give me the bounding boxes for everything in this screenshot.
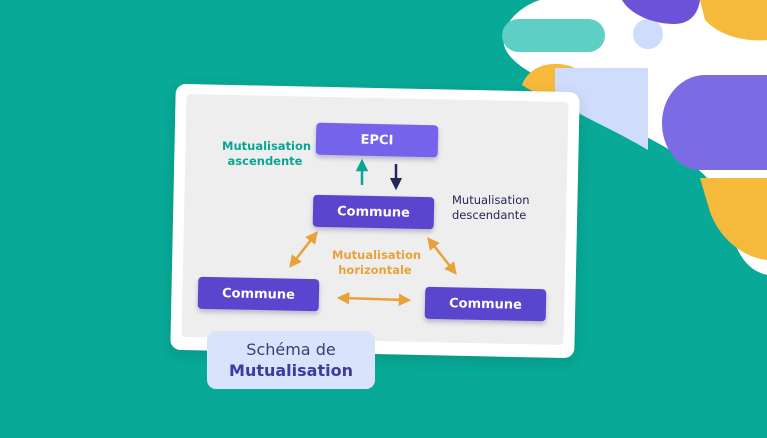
arrow-horizontal-bottom <box>336 291 412 307</box>
title-badge-line2: Mutualisation <box>229 361 353 380</box>
label-descendante-line2: descendante <box>452 208 527 222</box>
title-badge-line1: Schéma de <box>246 340 336 359</box>
arrow-horizontal-left <box>289 231 318 268</box>
label-ascendente: Mutualisation ascendente <box>222 139 312 169</box>
label-ascendente-line2: ascendente <box>227 154 303 168</box>
yellow-top-shape <box>700 0 767 41</box>
label-horizontale: Mutualisation horizontale <box>332 248 422 278</box>
node-commune-middle: Commune <box>312 194 435 230</box>
node-epci: EPCI <box>315 122 439 158</box>
node-commune-right-label: Commune <box>448 295 523 313</box>
node-commune-middle-label: Commune <box>336 203 411 221</box>
label-descendante-line1: Mutualisation <box>452 193 530 207</box>
teal-pill <box>502 19 605 52</box>
light-blue-circle <box>633 19 663 49</box>
node-commune-right: Commune <box>424 286 547 322</box>
yellow-bottom-shape <box>700 178 767 260</box>
arrow-horizontal-right <box>427 237 457 275</box>
purple-large-shape <box>662 75 767 170</box>
purple-top-shape <box>622 0 700 24</box>
label-ascendente-line1: Mutualisation <box>222 139 312 153</box>
label-horizontale-line2: horizontale <box>338 263 412 277</box>
node-commune-left: Commune <box>197 276 320 312</box>
node-epci-label: EPCI <box>360 132 394 148</box>
title-badge: Schéma de Mutualisation <box>207 331 375 389</box>
label-descendante: Mutualisation descendante <box>452 193 552 223</box>
node-commune-left-label: Commune <box>221 285 296 303</box>
light-blue-block <box>555 68 648 150</box>
label-horizontale-line1: Mutualisation <box>332 248 422 262</box>
